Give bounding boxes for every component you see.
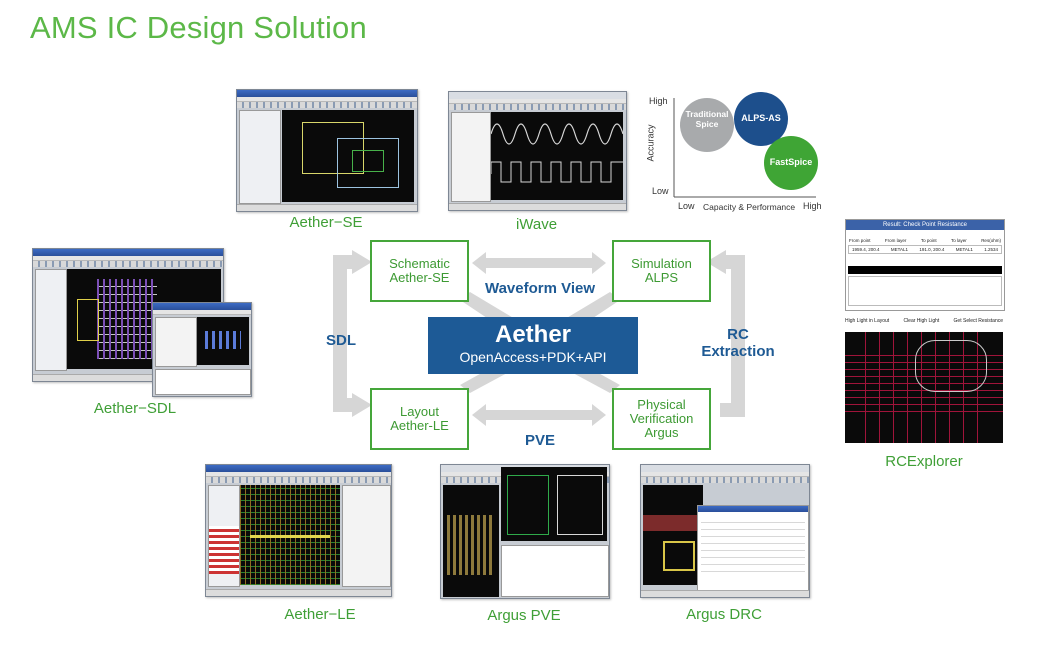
rc-col-headers: From point From layer To point To layer … <box>849 238 1001 243</box>
argus-pve-canvas-1 <box>443 485 499 597</box>
rc-button-highlight[interactable]: High Light in Layout <box>845 318 890 324</box>
caption-iwave: iWave <box>515 216 558 233</box>
argus-drc-canvas <box>643 485 703 585</box>
chart-y-low: Low <box>652 186 669 196</box>
iwave-waveforms <box>490 123 624 183</box>
right-bracket-arrowhead-top <box>706 250 726 274</box>
aether-se-canvas <box>282 110 414 202</box>
left-bracket-arrowhead-bottom <box>352 393 372 417</box>
chart-y-label: Accuracy <box>645 124 656 162</box>
bubble-alps-as <box>734 92 788 146</box>
argus-pve-result-panel <box>501 545 609 597</box>
caption-aether-le: Aether−LE <box>284 606 356 623</box>
node-layout-line2: Aether-LE <box>390 418 449 433</box>
rc-row-1: 1959.4, 200.4 METAL1 191.0, 200.4 METAL1… <box>848 245 1002 254</box>
chart-x-low: Low <box>678 201 695 211</box>
core-subtitle: OpenAccess+PDK+API <box>459 349 607 365</box>
bubble-traditional-label: Traditional Spice <box>681 109 733 129</box>
flow-label-rc-extraction: RC Extraction <box>688 326 788 360</box>
aether-se-side-panel <box>239 110 281 204</box>
right-bracket-arrow <box>720 255 745 417</box>
argus-drc-screenshot <box>640 464 810 598</box>
left-bracket-arrowhead-top <box>352 250 372 274</box>
rc-detail-table <box>848 276 1002 306</box>
caption-aether-sdl: Aether−SDL <box>93 400 177 417</box>
aether-sdl-side-panel <box>35 269 67 371</box>
node-schematic-line1: Schematic <box>389 256 450 271</box>
aether-se-screenshot <box>236 89 418 212</box>
iwave-screenshot <box>448 91 627 211</box>
argus-pve-screenshot <box>440 464 610 599</box>
bubble-alps-label: ALPS-AS <box>741 113 781 123</box>
chart-x-label: Capacity & Performance <box>703 202 796 212</box>
aether-core-box: Aether OpenAccess+PDK+API <box>428 317 638 374</box>
flow-label-rc: RC <box>727 326 749 343</box>
bubble-traditional-label-1: Traditional <box>685 109 729 119</box>
top-double-arrow <box>472 252 606 274</box>
rc-button-get-resistance[interactable]: Get Select Resistance <box>953 318 1003 324</box>
left-bracket-arrow <box>333 255 358 412</box>
caption-argus-drc: Argus DRC <box>686 606 762 623</box>
chart-x-high: High <box>803 201 822 211</box>
node-simulation-line2: ALPS <box>644 270 679 285</box>
caption-aether-se: Aether−SE <box>289 214 363 231</box>
rc-selected-row <box>848 266 1002 274</box>
core-name: Aether <box>494 321 572 348</box>
rc-button-row: High Light in Layout Clear High Light Ge… <box>845 318 1003 324</box>
node-layout-line1: Layout <box>399 404 440 419</box>
argus-pve-canvas-2 <box>501 467 607 541</box>
flow-label-sdl: SDL <box>326 332 356 349</box>
node-physical-line1: Physical <box>637 397 686 412</box>
bubble-chart-svg <box>673 92 818 198</box>
bubble-fastspice <box>764 136 818 190</box>
iwave-waveform-canvas <box>490 112 624 200</box>
bubble-traditional-spice <box>680 98 734 152</box>
caption-rcexplorer: RCExplorer <box>885 453 963 470</box>
caption-argus-pve: Argus PVE <box>487 607 561 624</box>
argus-drc-results-window <box>697 505 809 593</box>
rc-layout-view <box>845 332 1003 443</box>
rc-button-clear[interactable]: Clear High Light <box>903 318 940 324</box>
flow-label-extraction: Extraction <box>701 343 775 360</box>
aether-le-canvas <box>240 485 340 585</box>
node-physical-line2: Verification <box>629 411 694 426</box>
accuracy-capacity-chart: Traditional Spice ALPS-AS FastSpice High… <box>646 92 826 216</box>
rc-result-title: Result: Check Point Resistance <box>846 220 1004 230</box>
node-schematic-line2: Aether-SE <box>389 270 450 285</box>
flow-label-pve: PVE <box>524 432 555 449</box>
rc-result-window: Result: Check Point Resistance From poin… <box>845 219 1005 311</box>
aether-le-layer-panel <box>208 485 240 587</box>
page-title: AMS IC Design Solution <box>30 10 367 45</box>
aether-le-property-panel <box>342 485 391 587</box>
chart-y-high: High <box>649 96 668 106</box>
bubble-fastspice-label: FastSpice <box>769 157 813 167</box>
bubble-traditional-label-2: Spice <box>695 119 719 129</box>
iwave-signal-list <box>451 112 491 202</box>
flow-label-waveform: Waveform View <box>484 280 596 297</box>
node-physical-line3: Argus <box>644 425 679 440</box>
aether-sdl-popup-screenshot <box>152 302 252 397</box>
node-simulation-line1: Simulation <box>631 256 692 271</box>
bottom-double-arrow <box>472 404 606 426</box>
aether-le-screenshot <box>205 464 392 597</box>
